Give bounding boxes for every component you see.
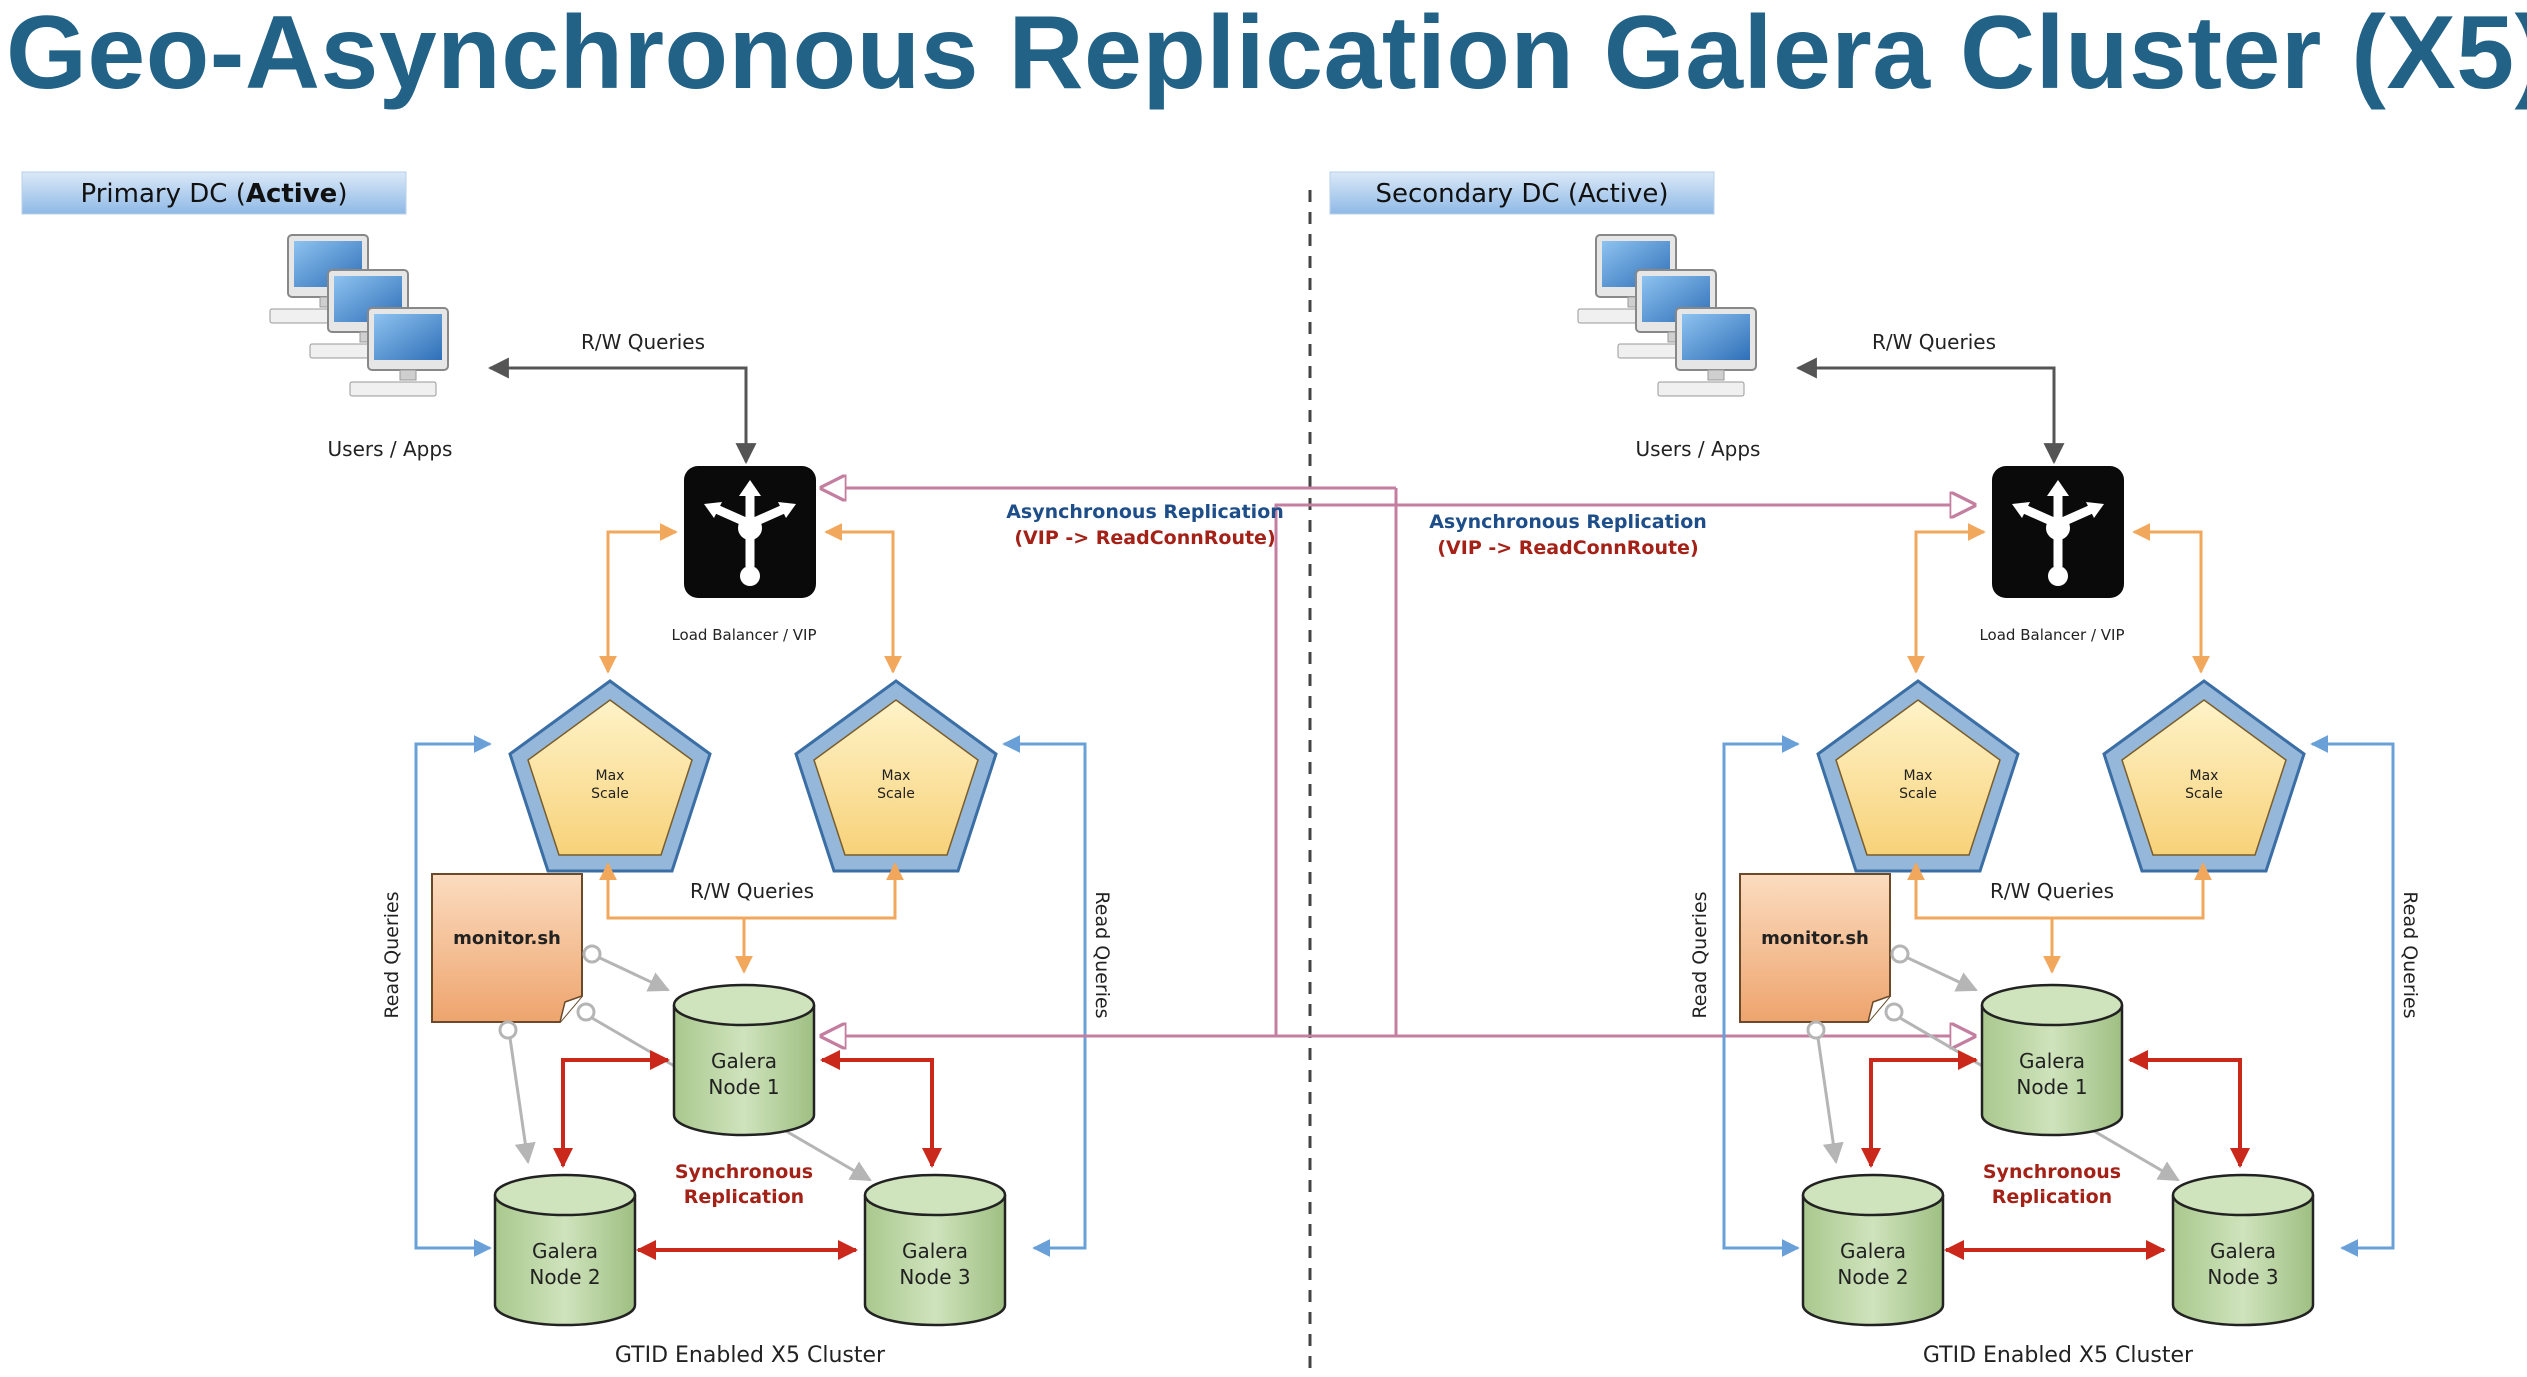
users-apps-label: Users / Apps <box>328 437 453 461</box>
node3-label-1: Galera <box>902 1239 968 1263</box>
async-detail-secondary: (VIP -> ReadConnRoute) <box>1437 537 1698 559</box>
rw-queries-mid-label: R/W Queries <box>1990 879 2114 903</box>
read-queries-left-arrow <box>414 735 492 1257</box>
rw-queries-top-label: R/W Queries <box>581 330 705 354</box>
read-queries-left-label: Read Queries <box>1689 891 1711 1018</box>
load-balancer-icon <box>684 466 816 598</box>
read-queries-left-arrow <box>1722 735 1800 1257</box>
lb-maxscale1-arrow <box>599 523 678 674</box>
async-detail-primary: (VIP -> ReadConnRoute) <box>1014 527 1275 549</box>
read-queries-left-label: Read Queries <box>381 891 403 1018</box>
secondary-dc: Secondary DC (Active) Users / Apps R/W Q… <box>1329 171 2421 1368</box>
maxscale2-label-1: Max <box>882 768 911 784</box>
node1-label-2: Node 1 <box>708 1075 779 1099</box>
lb-maxscale2-arrow <box>2132 523 2210 674</box>
async-replication-arrows <box>822 488 1974 1036</box>
node3-label-2: Node 3 <box>899 1265 970 1289</box>
maxscale2-label-1: Max <box>2190 768 2219 784</box>
lb-maxscale2-arrow <box>824 523 902 674</box>
cluster-label: GTID Enabled X5 Cluster <box>615 1343 886 1368</box>
node2-label-1: Galera <box>1840 1239 1906 1263</box>
computer-icon <box>269 234 449 397</box>
read-queries-right-label: Read Queries <box>2399 891 2421 1018</box>
page-title: Geo-Asynchronous Replication Galera Clus… <box>6 0 2527 111</box>
maxscale1-label-1: Max <box>1904 768 1933 784</box>
read-queries-right-arrow <box>2310 735 2395 1257</box>
read-queries-right-arrow <box>1002 735 1087 1257</box>
node2-label-2: Node 2 <box>529 1265 600 1289</box>
script-note-icon <box>1739 873 1891 1023</box>
maxscale2-label-2: Scale <box>2185 786 2223 802</box>
node1-label-2: Node 1 <box>2016 1075 2087 1099</box>
node2-label-1: Galera <box>532 1239 598 1263</box>
rw-queries-top-label: R/W Queries <box>1872 330 1996 354</box>
lb-maxscale1-arrow <box>1907 523 1986 674</box>
maxscale1-label-1: Max <box>596 768 625 784</box>
node1-label-1: Galera <box>2019 1049 2085 1073</box>
node2-label-2: Node 2 <box>1837 1265 1908 1289</box>
maxscale-node1-arrow <box>599 862 904 920</box>
sync-label-2: Replication <box>684 1186 804 1208</box>
sync-label-1: Synchronous <box>1983 1161 2121 1183</box>
maxscale1-label-2: Scale <box>591 786 629 802</box>
primary-dc: Primary DC (Active) Users / Apps R/W Que… <box>21 171 1113 1368</box>
lb-label: Load Balancer / VIP <box>1979 626 2124 644</box>
cluster-label: GTID Enabled X5 Cluster <box>1923 1343 2194 1368</box>
async-title-primary: Asynchronous Replication <box>1006 501 1284 523</box>
lb-label: Load Balancer / VIP <box>671 626 816 644</box>
rw-queries-arrow <box>487 357 757 465</box>
sync-label-2: Replication <box>1992 1186 2112 1208</box>
sync-replication-arrows <box>1861 1050 2250 1260</box>
maxscale2-label-2: Scale <box>877 786 915 802</box>
users-apps-label: Users / Apps <box>1636 437 1761 461</box>
read-queries-right-label: Read Queries <box>1091 891 1113 1018</box>
node3-label-2: Node 3 <box>2207 1265 2278 1289</box>
rw-queries-mid-label: R/W Queries <box>690 879 814 903</box>
sync-label-1: Synchronous <box>675 1161 813 1183</box>
script-note-icon <box>431 873 583 1023</box>
node1-label-1: Galera <box>711 1049 777 1073</box>
secondary-dc-header <box>1329 171 1715 215</box>
primary-dc-label: Primary DC (Active) <box>81 179 348 209</box>
monitor-label: monitor.sh <box>1761 928 1869 949</box>
primary-dc-header <box>21 171 407 215</box>
monitor-label: monitor.sh <box>453 928 561 949</box>
maxscale1-label-2: Scale <box>1899 786 1937 802</box>
secondary-dc-label: Secondary DC (Active) <box>1375 179 1668 209</box>
maxscale-node1-arrow <box>1907 862 2212 920</box>
sync-replication-arrows <box>553 1050 942 1260</box>
computer-icon <box>1577 234 1757 397</box>
load-balancer-icon <box>1992 466 2124 598</box>
node3-label-1: Galera <box>2210 1239 2276 1263</box>
async-title-secondary: Asynchronous Replication <box>1429 511 1707 533</box>
rw-queries-arrow <box>1795 357 2065 465</box>
